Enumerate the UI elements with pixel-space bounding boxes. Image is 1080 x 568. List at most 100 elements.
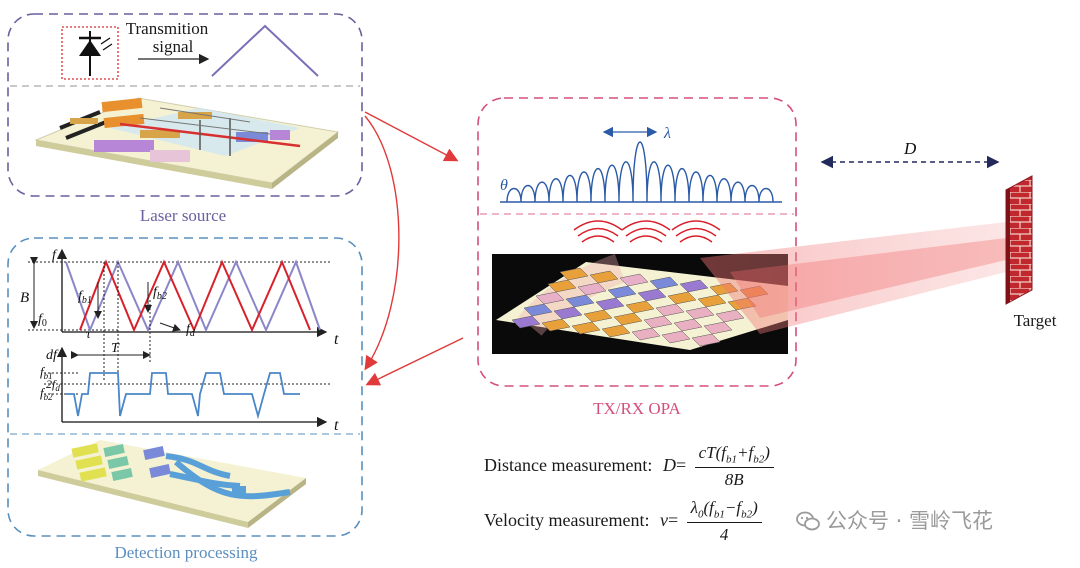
opa-phase-tile (703, 321, 733, 335)
svg-text:fb1: fb1 (40, 364, 53, 381)
lambda-label: λ (663, 125, 671, 142)
opa-phase-tile (607, 285, 637, 299)
period-label: T (111, 341, 120, 356)
target-wall (1005, 175, 1033, 305)
detection-chip-illustration (38, 440, 306, 528)
triangular-signal-wave (211, 24, 319, 77)
opa-phase-tile (535, 291, 565, 305)
watermark: 公众号 · 雪岭飞花 (796, 505, 993, 535)
freq-y-label: f (52, 248, 58, 263)
flow-arrows (364, 111, 464, 386)
fb2-subscript: b2 (157, 291, 167, 302)
laser-source-panel: Transmition signal Laser source (7, 13, 363, 225)
velocity-measure-label: Velocity measurement: (484, 509, 650, 530)
detection-panel: f t B f0 fb1 fb2 fd τ T df t fb1 2fd fb2 (7, 237, 363, 562)
watermark-text: 公众号 · 雪岭飞花 (826, 509, 994, 533)
svg-text:2fd: 2fd (46, 377, 60, 393)
distance-measure-label: Distance measurement: (484, 454, 653, 475)
signal-label-line2: signal (153, 37, 194, 56)
svg-text:f0: f0 (38, 312, 47, 329)
target-caption: Target (1014, 311, 1057, 330)
opa-phase-tile (559, 267, 589, 281)
opa-phase-tile (619, 273, 649, 287)
laser-chip-illustration (34, 97, 340, 189)
beat-fb1-label: f (40, 364, 46, 379)
velocity-denominator: 4 (719, 525, 729, 545)
opa-phase-tile (625, 300, 655, 314)
beat-frequency-line (66, 372, 300, 420)
opa-phase-tile (685, 306, 715, 320)
laser-panel-border (7, 13, 363, 197)
opa-phase-tile (595, 297, 625, 311)
f0-subscript: 0 (42, 318, 47, 329)
fb1-label: f (78, 289, 84, 304)
opa-phase-tile (601, 324, 631, 338)
opa-phase-tile (697, 294, 727, 308)
beat-frequency-plot: df t fb1 2fd fb2 (40, 346, 339, 434)
svg-text:fb2: fb2 (153, 285, 167, 302)
laser-beam (700, 222, 1006, 334)
beat-y-label: df (46, 348, 59, 363)
distance-fraction: cT(fb1+fb2) 8B (694, 443, 774, 490)
opa-phase-tile (643, 315, 673, 329)
opa-panel-border (477, 97, 797, 387)
opa-phase-tile (589, 270, 619, 284)
distance-equation: Distance measurement: D= cT(fb1+fb2) 8B (484, 443, 774, 490)
arrow-laser-to-opa (364, 111, 459, 162)
opa-phase-tile (541, 318, 571, 332)
opa-phase-tile (577, 282, 607, 296)
beat-fb2-label: f (40, 385, 46, 400)
velocity-equation: Velocity measurement: v= λ0(fb1−fb2) 4 (484, 498, 762, 545)
theta-label: θ (500, 177, 508, 194)
radio-wave-icons (573, 220, 721, 243)
wechat-logo-icon (796, 511, 820, 531)
signal-label-line1: Transmition (126, 19, 209, 38)
opa-phase-tile (673, 318, 703, 332)
beat-fb1-subscript: b1 (44, 371, 53, 381)
opa-phase-tile (649, 276, 679, 290)
opa-phase-tile (547, 279, 577, 293)
opa-phase-tile (691, 333, 721, 347)
opa-phase-tile (655, 303, 685, 317)
opa-phase-tile (565, 294, 595, 308)
freq-x-label: t (334, 331, 339, 348)
bandwidth-label: B (20, 290, 29, 306)
beat-2fd-subscript: d (55, 383, 60, 393)
opa-phase-tile (523, 303, 553, 317)
far-field-pattern (506, 141, 774, 203)
arrow-laser-to-detection (364, 115, 400, 371)
opa-panel: θ λ (477, 97, 797, 387)
distance-denominator: 8B (724, 470, 744, 490)
opa-phase-tile (661, 330, 691, 344)
velocity-lhs: v (659, 509, 668, 530)
opa-caption: TX/RX OPA (593, 399, 681, 418)
detection-panel-border (7, 237, 363, 537)
fb1-subscript: b1 (82, 295, 92, 306)
opa-phase-tile (679, 279, 709, 293)
opa-phase-tile (553, 306, 583, 320)
opa-phase-tile (637, 288, 667, 302)
svg-text:fb1: fb1 (78, 289, 92, 306)
f0-label: f (38, 312, 44, 327)
opa-phase-tile (511, 315, 541, 329)
velocity-fraction: λ0(fb1−fb2) 4 (686, 498, 762, 545)
fd-label: f (186, 322, 192, 337)
laser-source-caption: Laser source (140, 206, 226, 225)
receive-frequency-line (79, 259, 311, 333)
opa-phase-tile (613, 312, 643, 326)
opa-phase-tile (631, 327, 661, 341)
beat-fb2-subscript: b2 (44, 392, 54, 402)
beat-2fd-label: 2f (46, 377, 57, 391)
beat-x-label: t (334, 417, 339, 434)
distance-label: D (903, 139, 917, 158)
opa-phase-tile (667, 291, 697, 305)
opa-phase-tile (583, 309, 613, 323)
fd-subscript: d (190, 328, 196, 339)
arrow-opa-to-detection (365, 337, 464, 386)
opa-phase-tile (715, 309, 745, 323)
detection-caption: Detection processing (114, 543, 258, 562)
distance-numerator: cT(f (698, 443, 726, 462)
svg-text:fd: fd (186, 322, 196, 339)
